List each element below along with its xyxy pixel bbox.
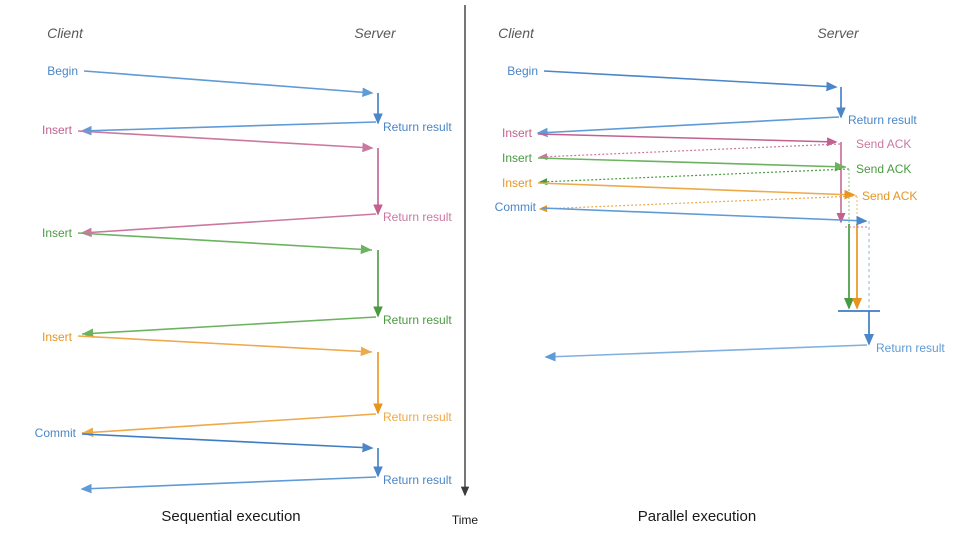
arrow-begin-response-parallel [536,116,840,138]
arrow-insert1-response [80,213,377,238]
message-label-begin: Begin [47,64,78,78]
arrow-begin-response [80,121,377,136]
message-label-return-result-begin-parallel: Return result [848,113,917,127]
arrow-begin-request [83,70,374,98]
message-label-insert-2: Insert [42,226,73,240]
arrow-insert3-request-parallel [537,182,856,200]
message-label-insert-2-parallel: Insert [502,151,533,165]
message-label-send-ack-1: Send ACK [856,137,911,151]
arrow-ack3-dotted [538,195,858,213]
arrow-commit-response [80,476,377,494]
arrow-insert2-request-parallel [537,157,847,172]
arrow-commit-request [81,433,374,453]
lane-label-client: Client [47,25,84,41]
message-label-begin-parallel: Begin [507,64,538,78]
panel-parallel: Client Server Begin Return result Insert… [495,25,946,525]
message-label-return-result-final: Return result [876,341,945,355]
arrow-insert2-response [81,316,377,339]
lane-label-server-parallel: Server [817,25,860,41]
message-label-insert-3: Insert [42,330,73,344]
message-label-return-result-3: Return result [383,313,452,327]
lane-label-client-parallel: Client [498,25,535,41]
message-label-insert-3-parallel: Insert [502,176,533,190]
panel-sequential: Client Server Begin Return result Insert… [35,25,453,525]
arrow-begin-request-parallel [543,70,838,92]
time-axis-label: Time [452,513,479,527]
lane-label-server: Server [354,25,397,41]
message-label-return-result-4: Return result [383,410,452,424]
message-label-return-result-5: Return result [383,473,452,487]
arrow-insert2-request [77,232,373,255]
arrow-insert3-response [81,413,377,438]
panel-caption-parallel: Parallel execution [638,508,756,525]
message-label-send-ack-3: Send ACK [862,189,917,203]
arrow-insert1-request [77,130,374,153]
arrow-insert1-request-parallel [537,133,838,147]
panel-caption-sequential: Sequential execution [161,508,300,525]
message-label-return-result-1: Return result [383,120,452,134]
arrow-insert3-request [77,335,373,357]
message-label-return-result-2: Return result [383,210,452,224]
arrow-commit-response-parallel [544,344,868,362]
arrow-ack1-dotted [538,143,841,161]
message-label-send-ack-2: Send ACK [856,162,911,176]
message-label-commit: Commit [35,426,77,440]
arrow-ack2-dotted [538,168,850,186]
message-label-commit-parallel: Commit [495,200,537,214]
arrow-commit-request-parallel [541,207,868,226]
message-label-insert-1-parallel: Insert [502,126,533,140]
message-label-insert-1: Insert [42,123,73,137]
